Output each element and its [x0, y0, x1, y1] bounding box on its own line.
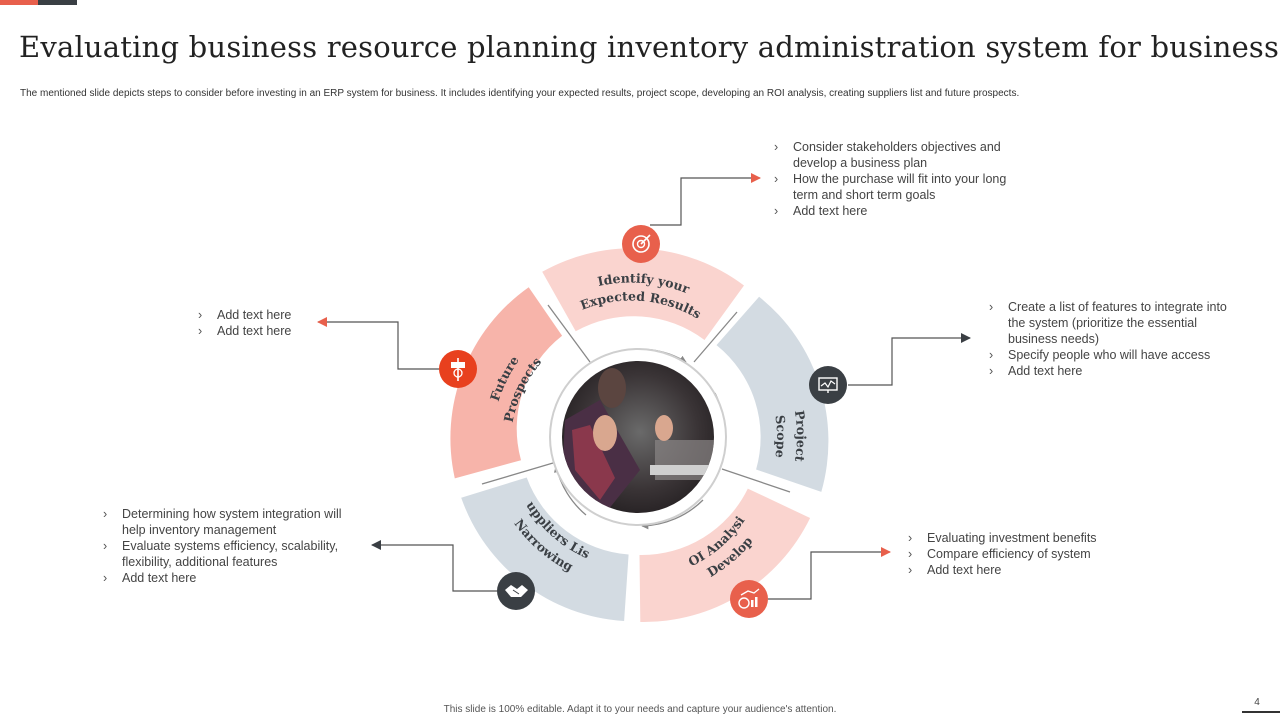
list-item: Add text here — [989, 363, 1239, 379]
segment-roi-analysis — [639, 488, 811, 623]
monitor-chart-icon — [809, 366, 847, 404]
handshake-icon — [497, 572, 535, 610]
list-item: Consider stakeholders objectives and dev… — [774, 139, 1014, 171]
bullets-expected-results: Consider stakeholders objectives and dev… — [774, 139, 1014, 219]
connector-expected-results — [650, 173, 761, 226]
segment-project-scope — [716, 296, 829, 492]
bullets-suppliers-list: Determining how system integration will … — [103, 506, 365, 586]
connector-suppliers-list — [371, 540, 497, 592]
page-subtitle: The mentioned slide depicts steps to con… — [20, 88, 1020, 99]
list-item: How the purchase will fit into your long… — [774, 171, 1014, 203]
segment-label-project-scope-2: Scope — [772, 414, 789, 459]
segment-suppliers-list — [461, 477, 629, 621]
list-item: Add text here — [198, 307, 318, 323]
connector-roi-analysis — [768, 547, 891, 600]
list-item: Add text here — [908, 562, 1138, 578]
list-item: Add text here — [103, 570, 365, 586]
page-title: Evaluating business resource planning in… — [19, 30, 1280, 64]
page-number: 4 — [1254, 697, 1260, 708]
list-item: Add text here — [774, 203, 1014, 219]
bullets-future-prospects: Add text here Add text here — [198, 307, 318, 339]
list-item: Add text here — [198, 323, 318, 339]
connector-project-scope — [848, 333, 971, 386]
list-item: Evaluate systems efficiency, scalability… — [103, 538, 365, 570]
segment-label-project-scope-1: Project — [792, 409, 809, 463]
bullets-roi-analysis: Evaluating investment benefits Compare e… — [908, 530, 1138, 578]
list-item: Create a list of features to integrate i… — [989, 299, 1239, 347]
list-item: Specify people who will have access — [989, 347, 1239, 363]
top-dark-bar — [38, 0, 77, 5]
page-number-underline — [1242, 711, 1280, 713]
target-icon — [622, 225, 660, 263]
money-growth-icon — [730, 580, 768, 618]
top-accent-bar — [0, 0, 38, 5]
signpost-icon — [439, 350, 477, 388]
list-item: Compare efficiency of system — [908, 546, 1138, 562]
footer-note: This slide is 100% editable. Adapt it to… — [443, 704, 837, 715]
connector-future-prospects — [317, 317, 439, 370]
bullets-project-scope: Create a list of features to integrate i… — [989, 299, 1239, 379]
list-item: Evaluating investment benefits — [908, 530, 1138, 546]
segment-expected-results — [542, 248, 744, 340]
list-item: Determining how system integration will … — [103, 506, 365, 538]
segment-future-prospects — [450, 287, 563, 479]
